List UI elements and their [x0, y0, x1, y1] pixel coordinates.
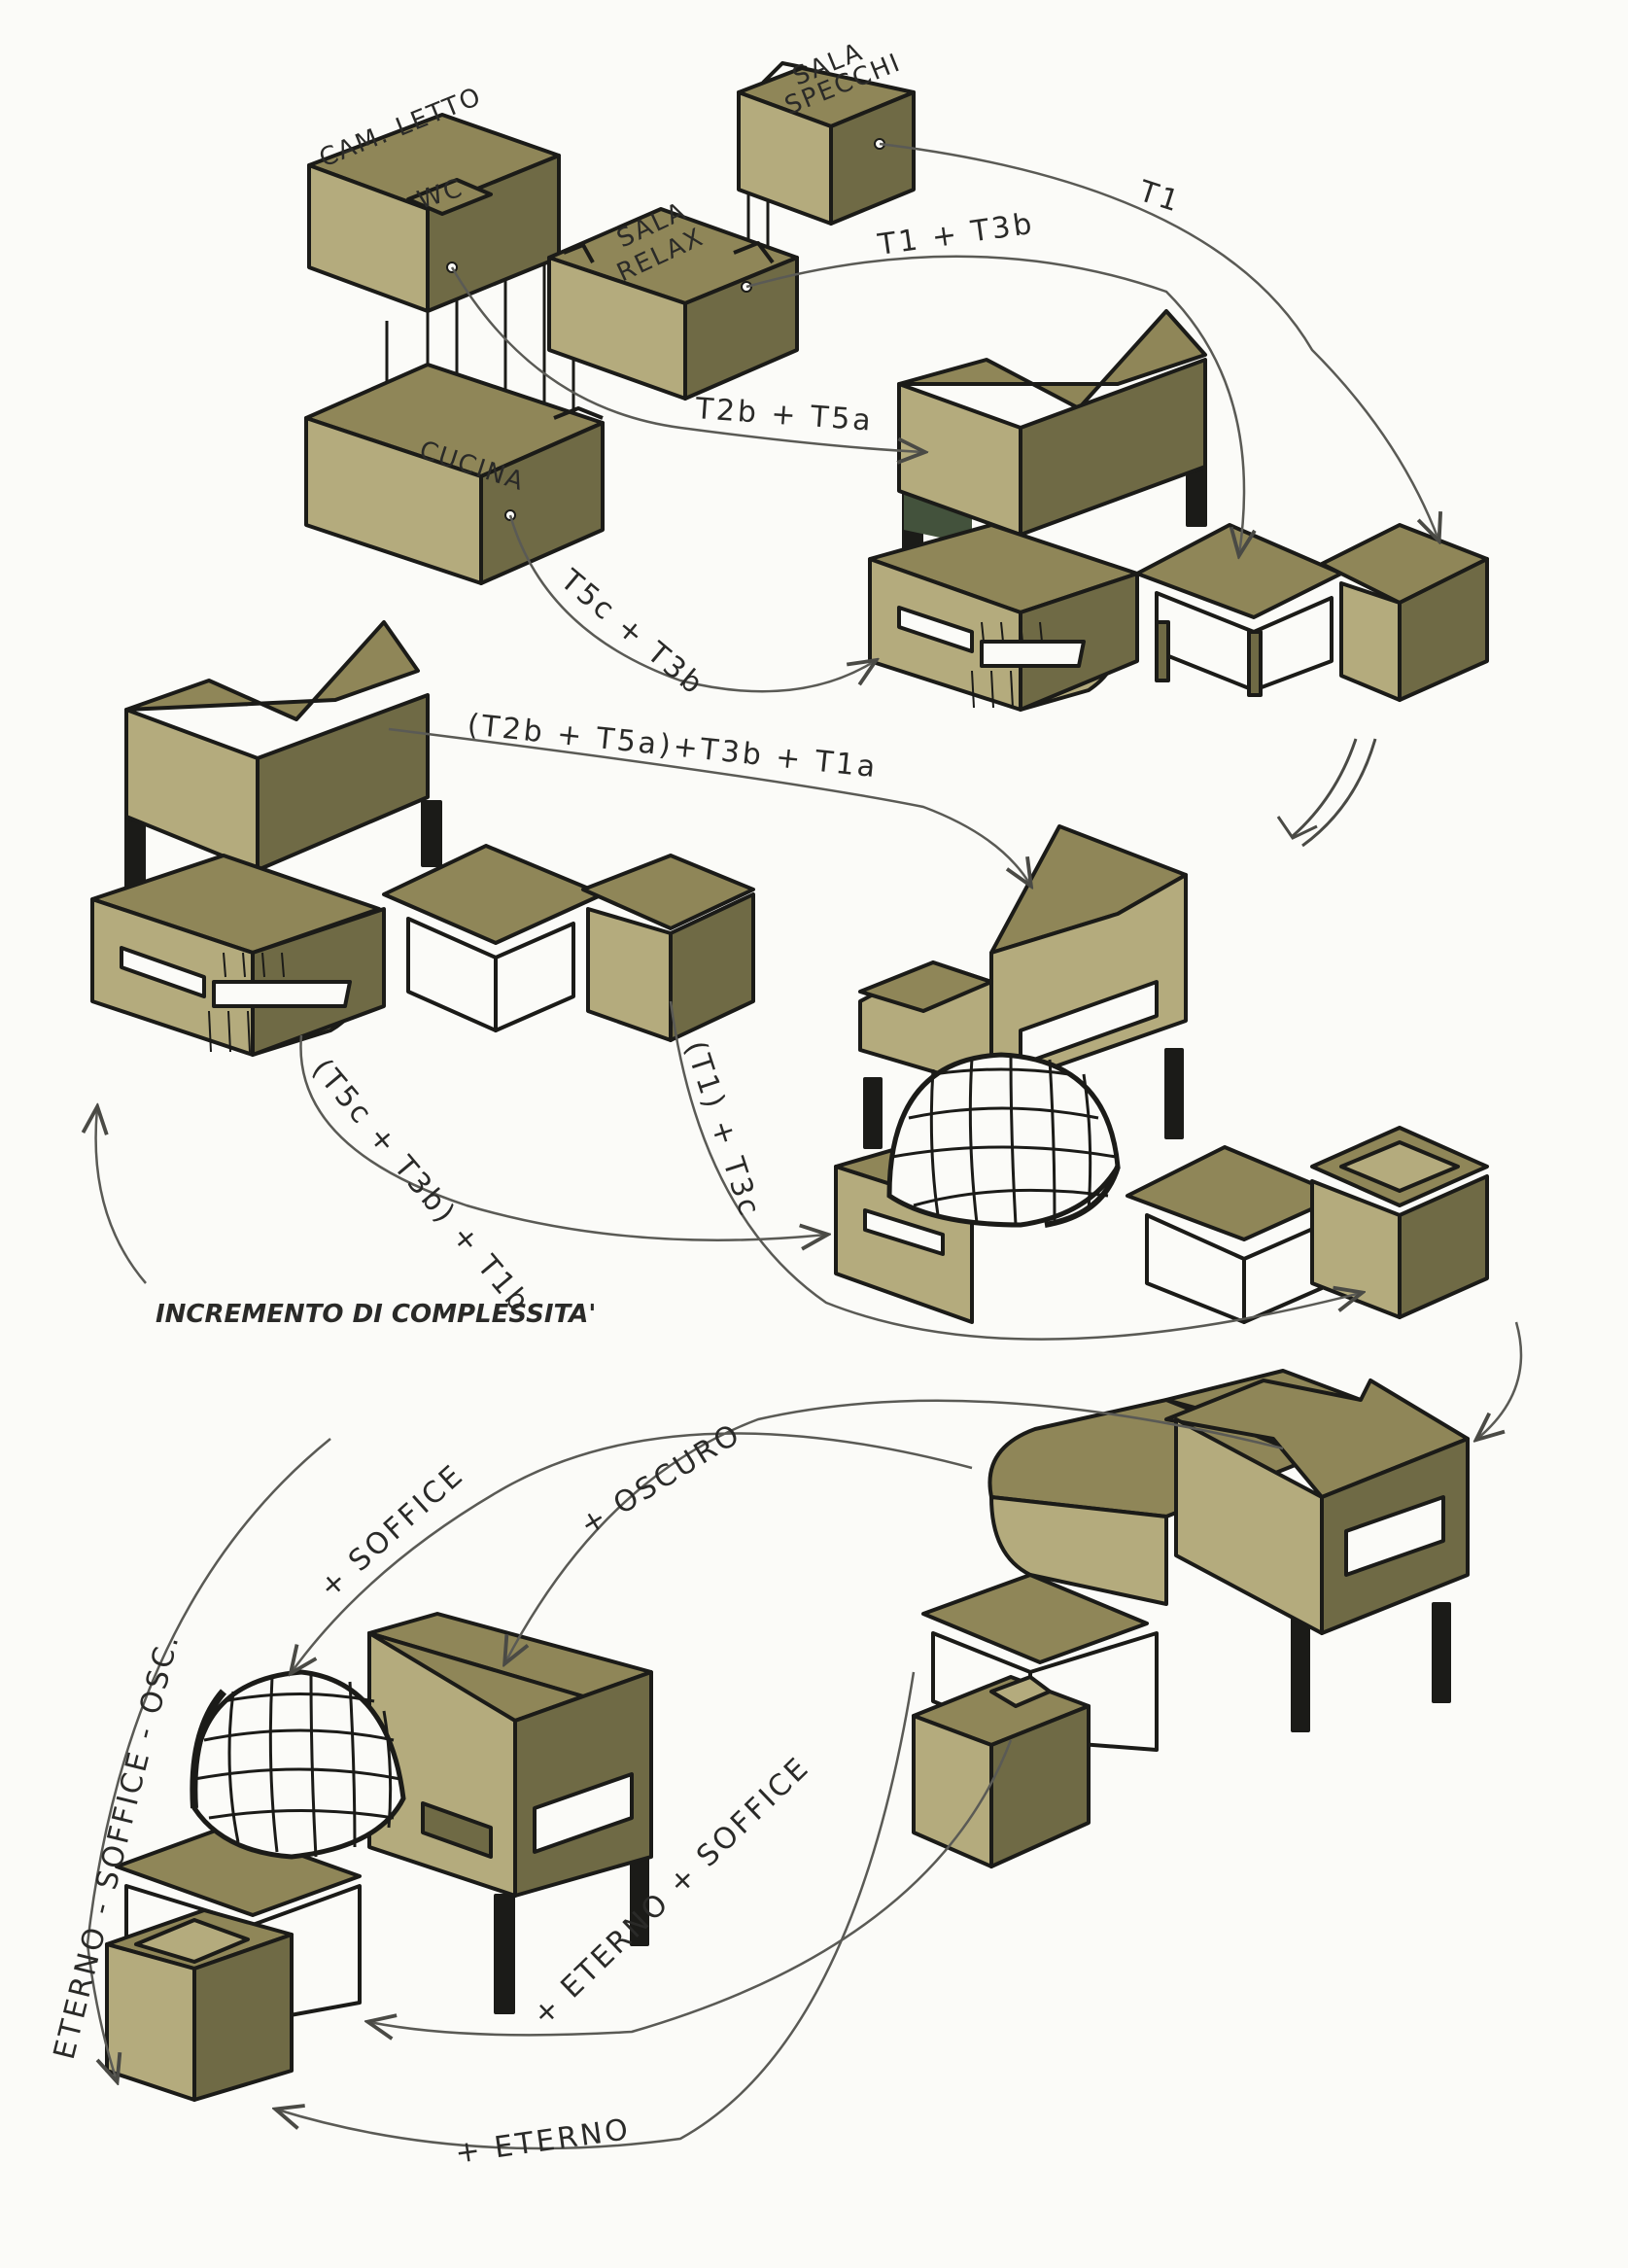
arrow-combo-a: [388, 727, 1030, 885]
transformation-arrows: [86, 142, 1523, 2150]
stage-4-dome-composition: [834, 824, 1489, 1324]
arrow-t1: [879, 142, 1438, 540]
label-t1-t3b: T1 + T3b: [875, 207, 1036, 262]
caption-complexity: INCREMENTO DI COMPLESSITA': [156, 1300, 596, 1329]
label-t1: T1: [1134, 174, 1186, 220]
arrow-t2b-t5a: [450, 266, 923, 452]
label-combo-c: (T1) + T3c: [677, 1037, 767, 1223]
relax-room-box: [547, 207, 799, 401]
kitchen-box: [304, 363, 605, 585]
label-combo-a: (T2b + T5a)+T3b + T1a: [466, 708, 880, 785]
stage-5-composition: [912, 1369, 1470, 1868]
dome-2: [190, 1669, 406, 1860]
arrow-to-stage-5: [1477, 1321, 1523, 1439]
stage-transition-chevron: [1276, 738, 1377, 848]
label-combo-b: (T5c + T3b) + T1b: [305, 1053, 537, 1320]
arrow-eterno: [277, 1671, 916, 2150]
label-t5c-t3b: T5c + T3b: [553, 563, 710, 703]
arrow-combo-b: [299, 1034, 826, 1240]
dome-1: [886, 1052, 1121, 1228]
stage-3-glazing: [208, 952, 285, 1053]
arrow-combo-c: [669, 1000, 1361, 1341]
arrow-complexity: [96, 1108, 147, 1284]
stage-3-left-composition: [90, 620, 755, 1057]
arrow-eterno-soffice: [369, 1739, 1013, 2035]
label-oscuro: + OSCURO: [574, 1416, 748, 1543]
arrow-eterno-soffice-osc: [86, 1438, 331, 2080]
label-t2b-t5a: T2b + T5a: [693, 392, 874, 438]
label-eterno: + ETERNO: [453, 2112, 633, 2171]
stage-6-final-composition: [105, 1612, 653, 2102]
arrow-soffice: [292, 1432, 973, 1672]
arrow-oscuro: [505, 1399, 1284, 1662]
mirror-room-box: [737, 61, 916, 226]
stage-2-glazing: [971, 621, 1043, 709]
arrow-t5c-t3b: [508, 514, 875, 693]
stage-2-composition: [868, 309, 1489, 712]
bedroom-box: [307, 113, 561, 313]
stage-1-separate-rooms: CAM. LETTO WC SALA SPECCHI SALA RELAX CU…: [304, 37, 916, 585]
arrow-t1-t3b: [745, 255, 1244, 554]
label-soffice: + SOFFICE: [313, 1457, 471, 1605]
